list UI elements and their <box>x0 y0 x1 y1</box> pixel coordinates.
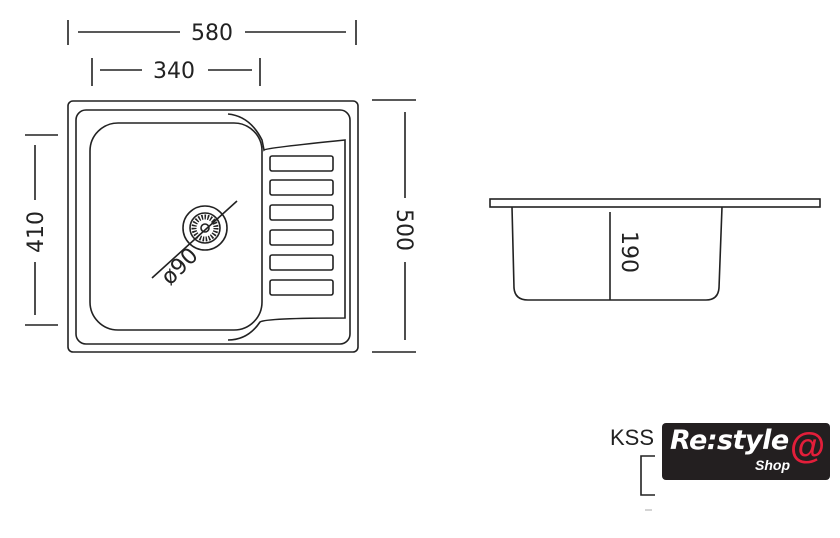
dimension-overall-length: 500 <box>372 99 416 353</box>
dimension-bowl-width: 340 <box>91 58 261 86</box>
logo-brand: Re:style <box>670 425 789 456</box>
drainboard-slots <box>269 155 334 296</box>
overall-width-label: 580 <box>191 21 233 46</box>
bowl-width-label: 340 <box>153 59 195 84</box>
drain-icon <box>151 200 238 279</box>
dimension-overall-width: 580 <box>67 20 357 46</box>
restyle-shop-logo: Re:style Shop @ <box>662 423 830 480</box>
bowl-depth-label: 190 <box>616 231 641 273</box>
model-code-text: KSS <box>610 425 654 450</box>
sink-bowl <box>89 122 263 331</box>
sink-side-view: 190 <box>489 198 821 301</box>
bowl-length-label: 410 <box>24 211 49 253</box>
logo-sub: Shop <box>755 457 790 473</box>
drain-diameter-label: ø90 <box>157 243 204 290</box>
model-code-partial: KSS <box>610 425 655 511</box>
cart-at-icon: @ <box>790 425 826 466</box>
dimension-bowl-length: 410 <box>24 134 58 326</box>
sink-top-view: ø90 <box>67 100 359 353</box>
overall-length-label: 500 <box>391 209 416 251</box>
